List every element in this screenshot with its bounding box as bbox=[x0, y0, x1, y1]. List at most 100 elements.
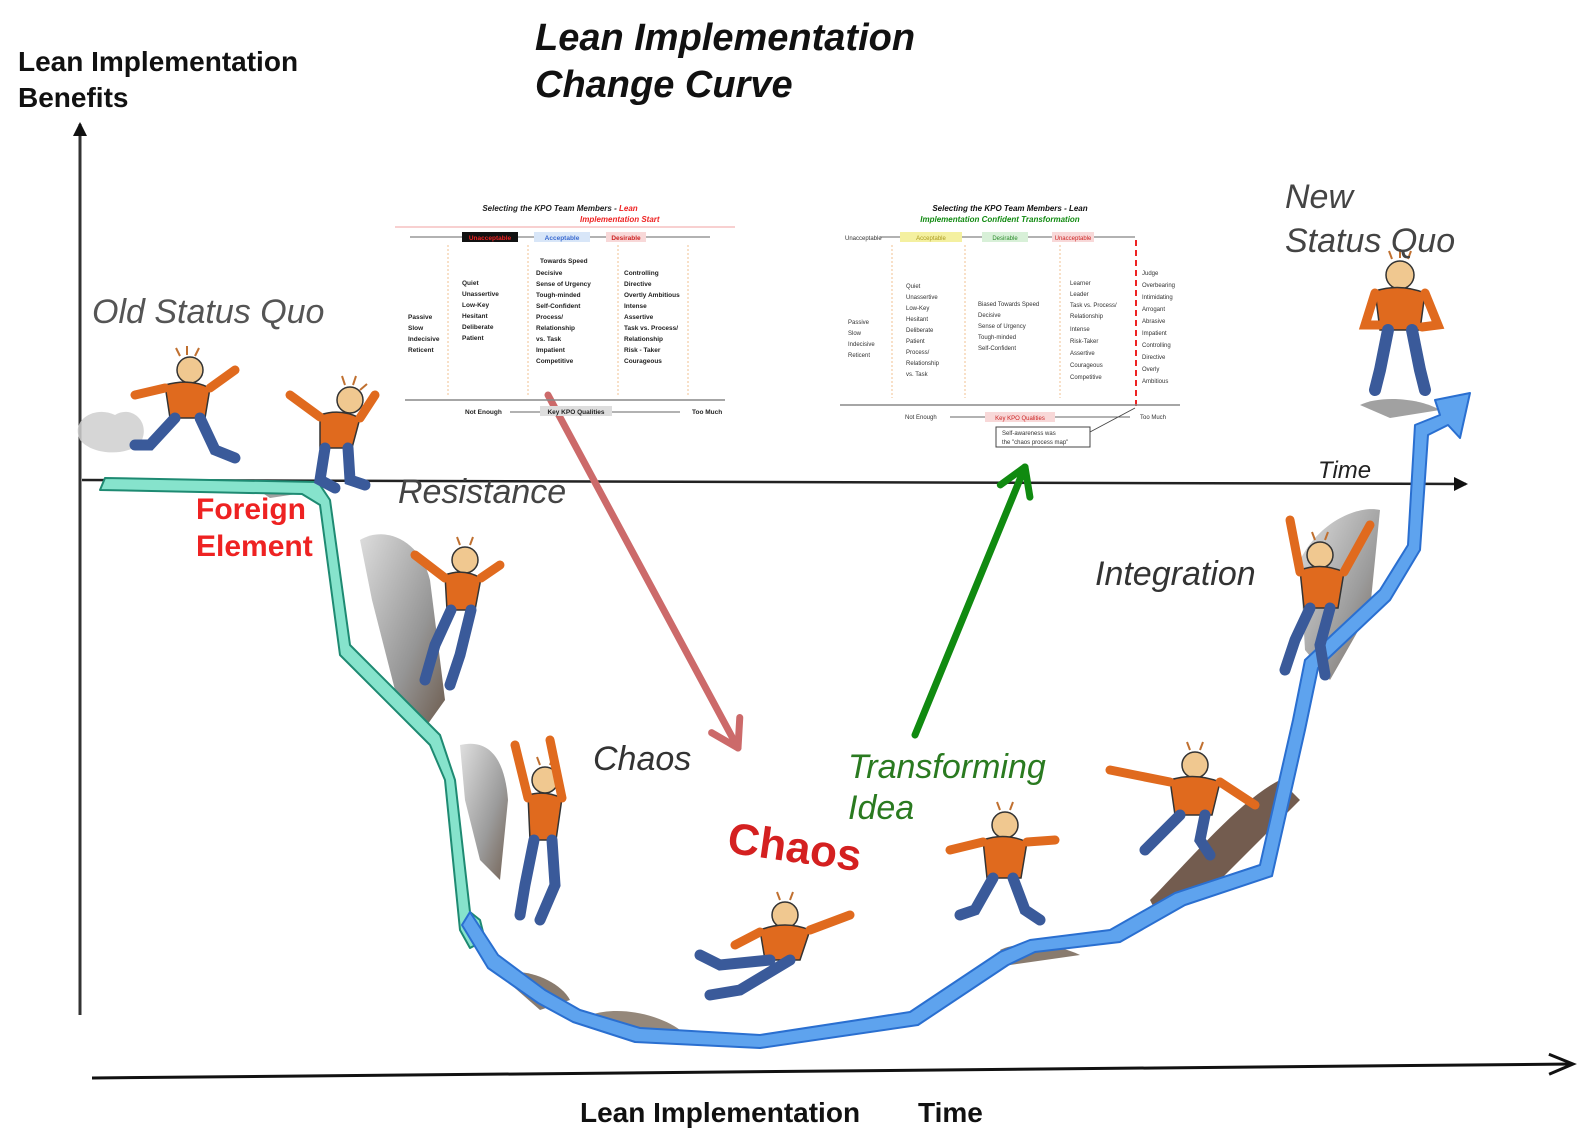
diagram-title-line1: Lean Implementation bbox=[535, 17, 915, 59]
y-axis-label-line1: Lean Implementation bbox=[18, 46, 298, 77]
figure-stumbling bbox=[285, 375, 380, 494]
inset-left-col2: Quiet Unassertive Low-Key Hesitant Delib… bbox=[462, 280, 499, 342]
inset-right-col5-item: Overbearing bbox=[1142, 283, 1175, 289]
inset-left-col3-item: Sense of Urgency bbox=[536, 281, 591, 288]
inset-left-title-line2: Implementation Start bbox=[580, 215, 660, 224]
inset-right-hdr-2: Desirable bbox=[992, 236, 1018, 242]
inset-left-col3-item: vs. Task bbox=[536, 336, 562, 343]
label-foreign-element-line1: Foreign bbox=[196, 493, 306, 526]
inset-left-col3-item: Decisive bbox=[536, 270, 563, 277]
inset-left-title-b: Lean bbox=[619, 204, 638, 213]
inset-left-col1: Passive Slow Indecisive Reticent bbox=[408, 314, 440, 354]
inset-right-col4-item: Leader bbox=[1070, 292, 1089, 298]
inset-left-col2-item: Unassertive bbox=[462, 291, 499, 298]
inset-right-hdr-3: Unacceptable bbox=[1055, 236, 1092, 242]
inset-left-col3: Towards Speed Decisive Sense of Urgency … bbox=[536, 258, 591, 365]
inset-left-col4-item: Risk - Taker bbox=[624, 347, 661, 354]
inset-right-col1-item: Indecisive bbox=[848, 342, 875, 348]
inset-right-col5-item: Intimidating bbox=[1142, 295, 1173, 301]
inset-left-col4-item: Relationship bbox=[624, 336, 663, 343]
x-axis-label-right: Time bbox=[918, 1097, 983, 1128]
inset-right-col4-item: Assertive bbox=[1070, 351, 1095, 357]
inset-left-col3-item: Relationship bbox=[536, 325, 575, 332]
x-axis-label-left: Lean Implementation bbox=[580, 1097, 860, 1128]
green-arrow bbox=[911, 463, 1034, 739]
inset-left-title-a: Selecting the KPO Team Members - bbox=[482, 204, 619, 213]
inset-left-hdr-0: Unacceptable bbox=[469, 235, 512, 242]
inset-right-col2-item: Relationship bbox=[906, 361, 940, 367]
inset-left-col4-item: Controlling bbox=[624, 270, 659, 277]
inset-left-footer-right: Too Much bbox=[692, 409, 722, 416]
inset-left-col4-item: Assertive bbox=[624, 314, 654, 321]
inset-right-footer-mid-box bbox=[985, 412, 1055, 422]
inset-right-col2-item: Quiet bbox=[906, 284, 921, 290]
inset-right-col2: Quiet Unassertive Low-Key Hesitant Delib… bbox=[906, 284, 940, 378]
label-new-status-line1: New bbox=[1285, 178, 1355, 216]
inset-right-col4-item: Intense bbox=[1070, 327, 1090, 333]
inset-right-col5: Judge Overbearing Intimidating Arrogant … bbox=[1142, 271, 1175, 385]
inset-left-hdr-2: Desirable bbox=[611, 235, 641, 242]
inset-right-footer-mid: Key KPO Qualities bbox=[995, 416, 1045, 422]
inset-right-col4-item: Learner bbox=[1070, 281, 1091, 287]
inset-right-col5-item: Abrasive bbox=[1142, 319, 1166, 325]
inset-right-col1-item: Passive bbox=[848, 320, 870, 326]
curve-blue-segment bbox=[461, 392, 1471, 1049]
inset-left-hdr-2-box bbox=[606, 232, 646, 242]
inset-right-col4: Learner Leader Task vs. Process/ Relatio… bbox=[1070, 281, 1117, 381]
inset-left-col4-item: Directive bbox=[624, 281, 652, 288]
inset-left-col3-item: Impatient bbox=[536, 347, 566, 354]
inset-left-col1-item: Slow bbox=[408, 325, 424, 332]
inset-right-col4-item: Courageous bbox=[1070, 363, 1103, 369]
inset-left-col2-item: Quiet bbox=[462, 280, 479, 287]
inset-right-col1-item: Slow bbox=[848, 331, 862, 337]
inset-right-col5-item: Arrogant bbox=[1142, 307, 1165, 313]
figure-hanging bbox=[510, 735, 567, 926]
inset-right-hdr-1-box bbox=[900, 232, 962, 242]
inset-left-col3-item: Tough-minded bbox=[536, 292, 581, 299]
inset-left-col2-item: Deliberate bbox=[462, 324, 494, 331]
inset-left-col1-item: Reticent bbox=[408, 347, 434, 354]
inset-left-hdr-1-box bbox=[534, 232, 590, 242]
inset-right-col5-item: Controlling bbox=[1142, 343, 1171, 349]
figure-surfing bbox=[1105, 741, 1260, 861]
inset-left-footer-mid: Key KPO Qualities bbox=[547, 409, 604, 416]
inset-right-col5-item: Directive bbox=[1142, 355, 1166, 361]
inset-left-col1-item: Passive bbox=[408, 314, 433, 321]
figure-standing-proud bbox=[1358, 249, 1445, 396]
inset-right-col4-item: Task vs. Process/ bbox=[1070, 303, 1117, 309]
inset-right-col2-item: Low-Key bbox=[906, 306, 929, 312]
inset-left-col4-item: Overtly Ambitious bbox=[624, 292, 680, 299]
inset-left-col3-item: Competitive bbox=[536, 358, 574, 365]
inner-time-label: Time bbox=[1318, 457, 1371, 484]
inset-right-note-pointer bbox=[1089, 407, 1136, 433]
inset-right-col3-item: Biased Towards Speed bbox=[978, 302, 1039, 308]
inset-right-col1: Passive Slow Indecisive Reticent bbox=[848, 320, 875, 359]
label-chaos-big: Chaos bbox=[725, 814, 865, 881]
inset-right-col3-item: Sense of Urgency bbox=[978, 324, 1026, 330]
inset-left-col1-item: Indecisive bbox=[408, 336, 440, 343]
inset-left-table: Selecting the KPO Team Members - Lean Im… bbox=[395, 204, 735, 416]
inset-right-col5-item: Ambitious bbox=[1142, 379, 1168, 385]
inset-left-col2-item: Patient bbox=[462, 335, 485, 342]
inset-right-footer-right: Too Much bbox=[1140, 415, 1166, 421]
x-axis bbox=[91, 1052, 1577, 1080]
inset-left-title: Selecting the KPO Team Members - Lean bbox=[482, 204, 637, 213]
inset-left-hdr-1: Acceptable bbox=[545, 235, 580, 242]
inset-right-col5-item: Judge bbox=[1142, 271, 1159, 277]
inset-right-col5-item: Overly bbox=[1142, 367, 1159, 373]
inset-right-title-line1: Selecting the KPO Team Members - Lean bbox=[932, 204, 1087, 213]
inset-right-col3-item: Tough-minded bbox=[978, 335, 1016, 341]
inset-right-col4-item: Competitive bbox=[1070, 375, 1102, 381]
inset-left-col4-item: Intense bbox=[624, 303, 647, 310]
figure-climbing-down bbox=[410, 536, 505, 691]
inset-right-col2-item: Deliberate bbox=[906, 328, 934, 334]
inset-right-note-line1: Self-awareness was bbox=[1002, 431, 1056, 437]
inset-left-footer-mid-box bbox=[540, 406, 612, 416]
figure-climbing-up bbox=[1279, 515, 1375, 681]
time-axis-inner bbox=[81, 476, 1468, 491]
figure-running-left bbox=[129, 346, 241, 464]
inset-right-col5-item: Impatient bbox=[1142, 331, 1167, 337]
inset-right-footer-left: Not Enough bbox=[905, 415, 937, 421]
label-transforming-line1: Transforming bbox=[848, 748, 1046, 786]
inset-right-col2-item: Process/ bbox=[906, 350, 930, 356]
